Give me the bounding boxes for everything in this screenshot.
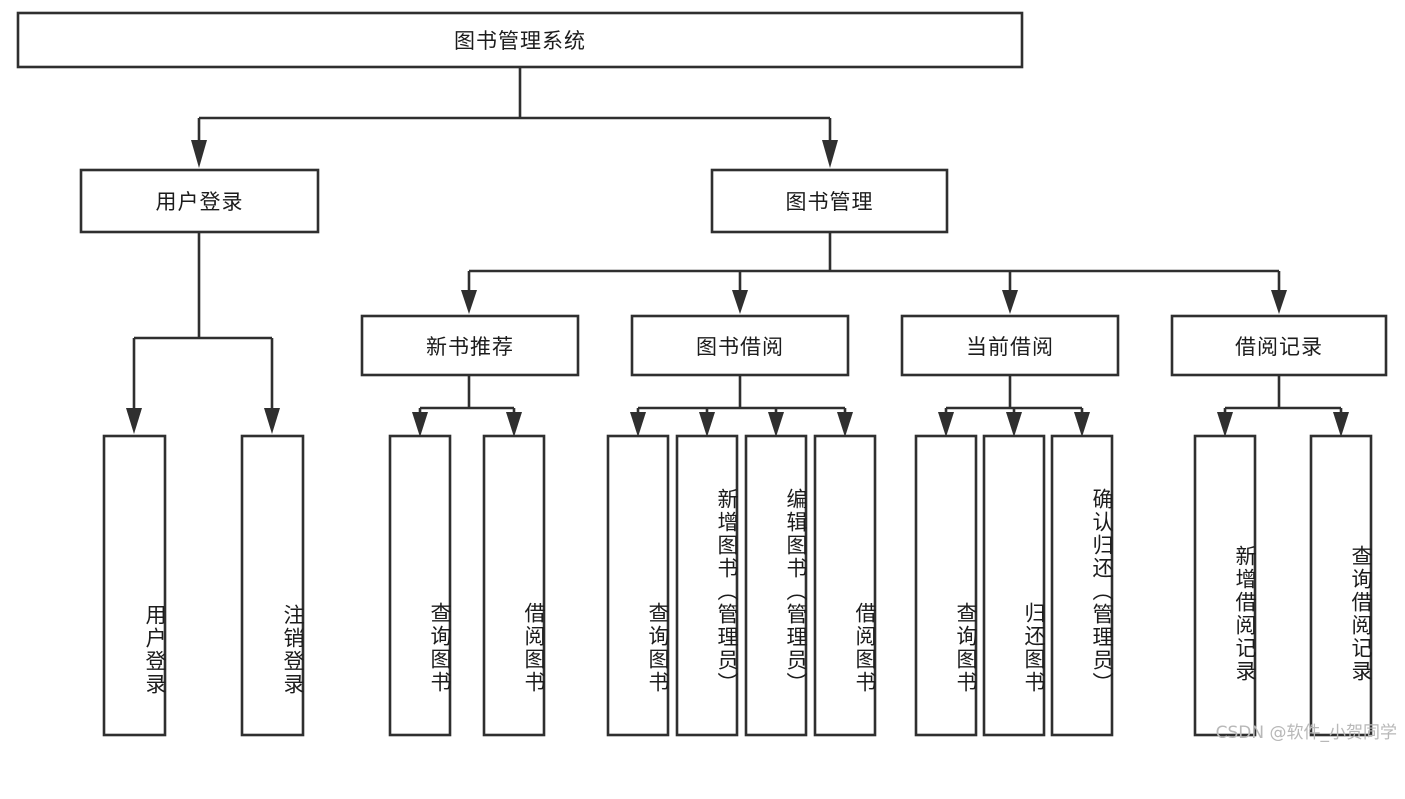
node-book-borrow[interactable] [630,314,850,377]
leaf-box-book-borrow-2[interactable] [744,434,808,737]
arrow-head-current-borrow [1002,290,1018,314]
arrow-head-leaf-logout [264,408,280,434]
leaf-box-borrow-record-1[interactable] [1309,434,1373,737]
diagram-canvas: 图书管理系统 用户登录 图书管理 新书推荐 图书借阅 当前借阅 借阅记录 用户登… [16,11,1397,743]
arrow-head-newbook-leaf2 [506,412,522,437]
arrow-head-book-borrow [732,290,748,314]
node-user-login[interactable] [79,168,320,234]
arrow-head-bookborrow-leaf3 [768,412,784,437]
connector-group-book-mgmt [461,232,1287,314]
arrow-head-currentborrow-leaf3 [1074,412,1090,437]
connector-group-root [191,67,838,168]
arrow-head-borrowrecord-leaf1 [1217,412,1233,437]
arrow-head-user-login [191,140,207,168]
arrow-head-bookborrow-leaf1 [630,412,646,437]
leaf-box-current-borrow-2[interactable] [1050,434,1114,737]
node-root-book-management-system[interactable] [16,11,1024,69]
connector-group-book-borrow [630,375,853,437]
tree-diagram-svg [16,11,1388,737]
connector-group-user-login [126,232,280,434]
leaf-box-new-book-1[interactable] [482,434,546,737]
connector-group-new-book [412,375,522,437]
arrow-head-borrow-record [1271,290,1287,314]
arrow-head-currentborrow-leaf1 [938,412,954,437]
leaf-box-user-login-1[interactable] [240,434,305,737]
node-new-book-recommend[interactable] [360,314,580,377]
connector-group-current-borrow [938,375,1090,437]
node-current-borrow[interactable] [900,314,1120,377]
leaf-box-book-borrow-0[interactable] [606,434,670,737]
leaf-box-user-login-0[interactable] [102,434,167,737]
leaf-box-current-borrow-0[interactable] [914,434,978,737]
node-borrow-record[interactable] [1170,314,1388,377]
leaf-box-current-borrow-1[interactable] [982,434,1046,737]
leaf-box-borrow-record-0[interactable] [1193,434,1257,737]
leaf-box-book-borrow-1[interactable] [675,434,739,737]
arrow-head-book-mgmt [822,140,838,168]
leaf-box-book-borrow-3[interactable] [813,434,877,737]
arrow-head-leaf-user-login [126,408,142,434]
arrow-head-new-book [461,290,477,314]
node-book-management[interactable] [710,168,949,234]
arrow-head-bookborrow-leaf2 [699,412,715,437]
arrow-head-bookborrow-leaf4 [837,412,853,437]
arrow-head-newbook-leaf1 [412,412,428,437]
arrow-head-currentborrow-leaf2 [1006,412,1022,437]
leaf-box-new-book-0[interactable] [388,434,452,737]
arrow-head-borrowrecord-leaf2 [1333,412,1349,437]
connector-group-borrow-record [1217,375,1349,437]
